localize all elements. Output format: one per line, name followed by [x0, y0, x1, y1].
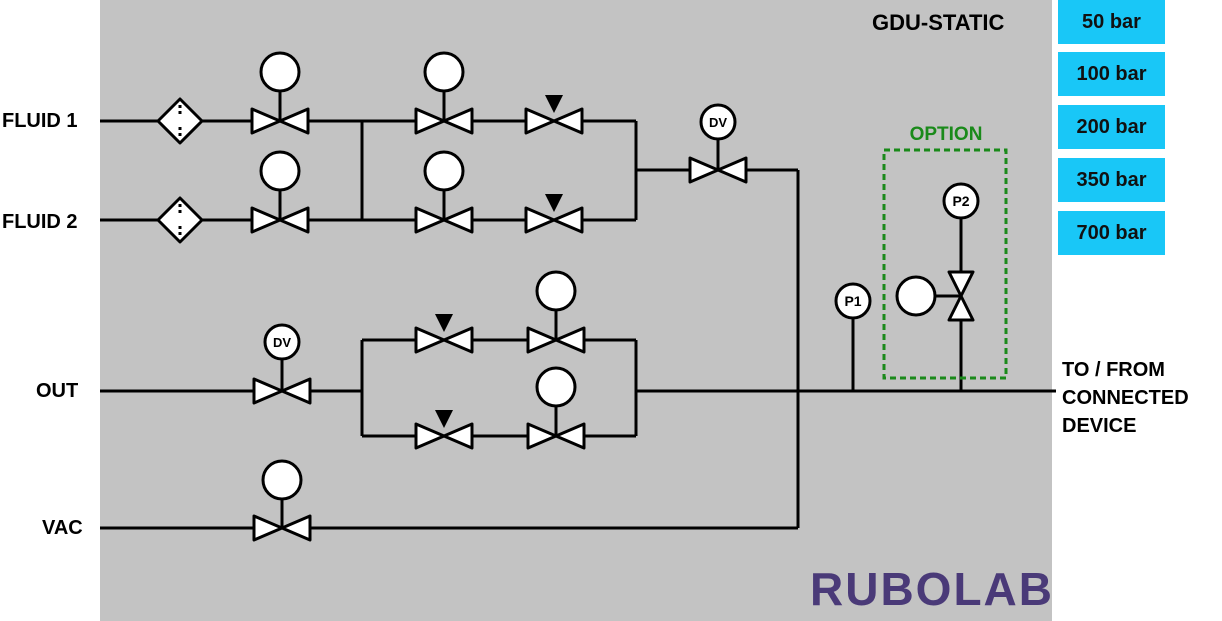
dv-gauge-fluid: DV: [699, 103, 737, 141]
out-upper-needle-marker-icon: [435, 314, 453, 332]
fluid1-inlet-actuator-icon: [259, 51, 301, 93]
dv-gauge-out: DV: [263, 323, 301, 361]
page-title: GDU-STATIC: [872, 10, 1005, 35]
destination-line-1: TO / FROM: [1062, 359, 1165, 381]
fluid2-needle-marker-icon: [545, 194, 563, 212]
pressure-350-button[interactable]: 350 bar: [1058, 158, 1165, 202]
pressure-100-button[interactable]: 100 bar: [1058, 52, 1165, 96]
dv-out-label: DV: [273, 335, 291, 350]
destination-line-3: DEVICE: [1062, 415, 1137, 437]
vac-label: VAC: [42, 517, 83, 539]
destination-label: TO / FROM CONNECTED DEVICE: [1062, 356, 1189, 440]
p1-label: P1: [844, 293, 861, 309]
rubolab-logo: RUBOLAB: [810, 563, 1054, 615]
fluid2-inlet-actuator-icon: [259, 150, 301, 192]
out-upper-actuator-icon: [535, 270, 577, 312]
pressure-50-button[interactable]: 50 bar: [1058, 0, 1165, 44]
fluid2-filter-icon: [156, 196, 204, 244]
out-label: OUT: [36, 380, 79, 402]
fluid1-label: FLUID 1: [2, 110, 78, 132]
fluid2-actuator-icon: [423, 150, 465, 192]
out-lower-actuator-icon: [535, 366, 577, 408]
dv-fluid-label: DV: [709, 115, 727, 130]
pressure-200-button[interactable]: 200 bar: [1058, 105, 1165, 149]
pipe-lines: [100, 90, 1056, 530]
p2-label: P2: [952, 193, 969, 209]
option-label: OPTION: [910, 124, 983, 145]
destination-line-2: CONNECTED: [1062, 387, 1189, 409]
option-actuator-icon: [895, 275, 937, 317]
fluid1-actuator-icon: [423, 51, 465, 93]
fluid1-needle-marker-icon: [545, 95, 563, 113]
p1-gauge: P1: [834, 282, 872, 320]
pressure-700-button[interactable]: 700 bar: [1058, 211, 1165, 255]
fluid1-filter-icon: [156, 97, 204, 145]
out-lower-needle-marker-icon: [435, 410, 453, 428]
p2-gauge: P2: [942, 182, 980, 220]
option-box: [882, 148, 1008, 380]
vac-actuator-icon: [261, 459, 303, 501]
fluid2-label: FLUID 2: [2, 211, 78, 233]
